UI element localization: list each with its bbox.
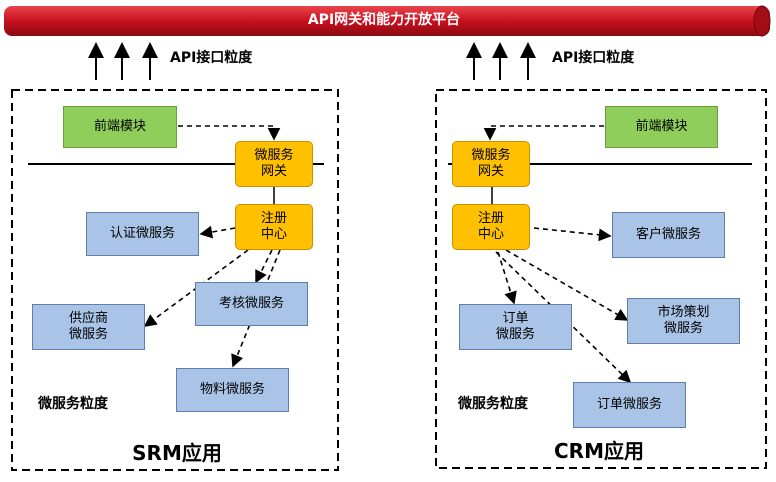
srm-microservice-gateway: 微服务 网关 (235, 141, 313, 187)
crm-registry-to-order-a-arrow (497, 251, 517, 305)
srm-registry-center: 注册 中心 (235, 204, 313, 250)
crm-registry-to-customer-arrow (533, 227, 612, 242)
srm-service-granularity-label: 微服务粒度 (38, 396, 108, 413)
crm-registry-center: 注册 中心 (452, 204, 530, 250)
srm-material-service: 物料微服务 (176, 368, 289, 412)
srm-frontend-module: 前端模块 (63, 106, 177, 148)
srm-api-arrows (88, 42, 158, 80)
crm-marketing-service: 市场策划 微服务 (627, 298, 740, 344)
crm-service-granularity-label: 微服务粒度 (458, 396, 528, 413)
crm-microservice-gateway: 微服务 网关 (452, 141, 530, 187)
srm-registry-to-assessment-arrow (255, 249, 273, 284)
crm-order-service-b: 订单微服务 (573, 382, 686, 428)
banner-title: API网关和能力开放平台 (307, 12, 461, 29)
srm-registry-to-material-arrow (231, 249, 281, 368)
srm-api-granularity-label: API接口粒度 (170, 50, 253, 67)
srm-auth-service: 认证微服务 (86, 212, 199, 256)
crm-api-arrows (466, 42, 536, 80)
crm-app-boundary (435, 89, 767, 469)
crm-frontend-to-gateway-arrow (483, 125, 604, 141)
srm-assessment-service: 考核微服务 (195, 282, 308, 326)
crm-api-granularity-label: API接口粒度 (552, 50, 635, 67)
crm-frontend-module: 前端模块 (605, 106, 718, 148)
srm-frontend-to-gateway-arrow (178, 125, 281, 141)
srm-app-boundary (11, 89, 339, 471)
crm-app-label: CRM应用 (554, 438, 644, 463)
banner-pipe (4, 5, 771, 37)
srm-supplier-service: 供应商 微服务 (32, 304, 145, 350)
srm-registry-to-auth-arrow (199, 225, 236, 239)
crm-customer-service: 客户微服务 (612, 212, 725, 258)
srm-app-label: SRM应用 (132, 440, 222, 465)
crm-order-service-a: 订单 微服务 (459, 304, 572, 350)
